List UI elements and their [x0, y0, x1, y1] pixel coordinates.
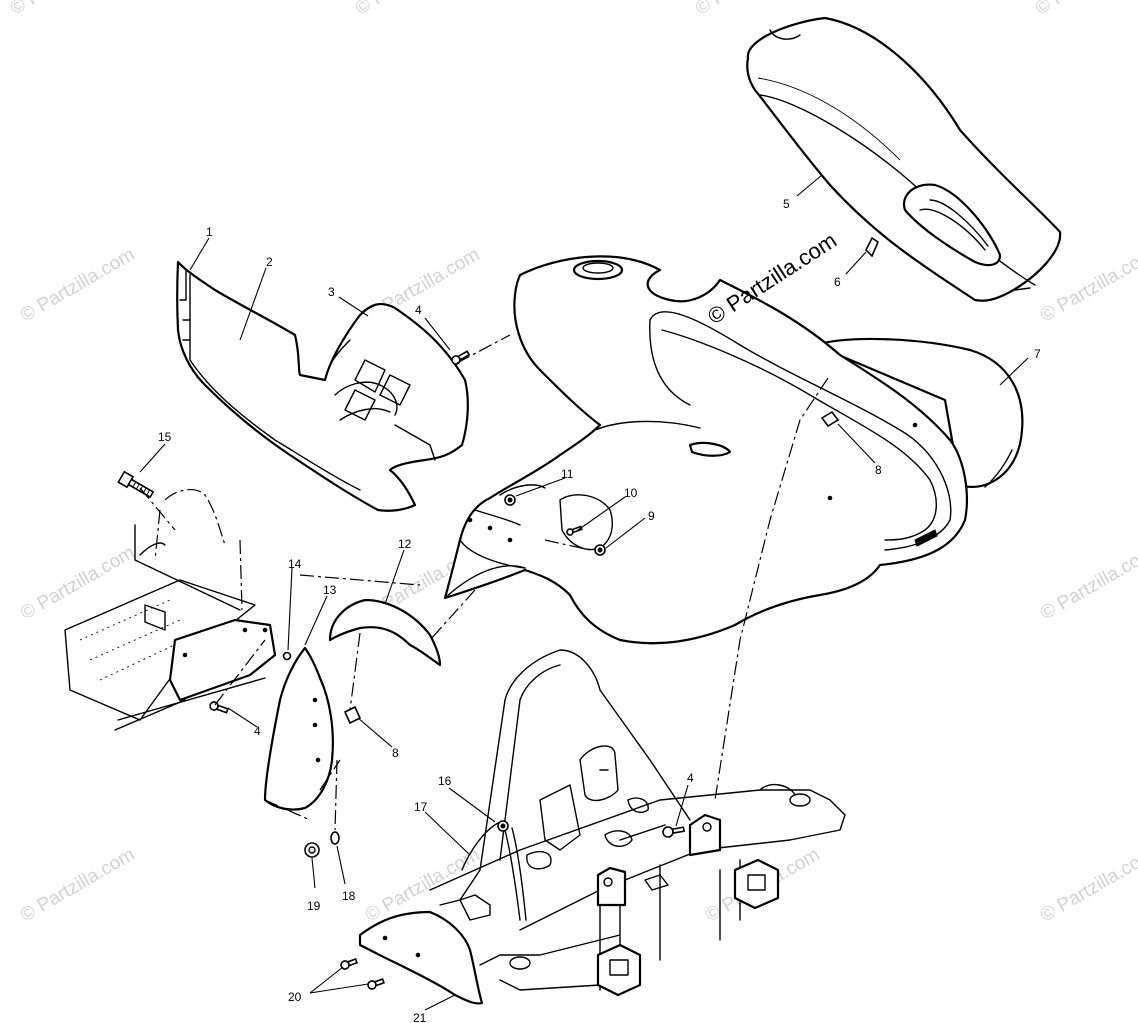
callout-11: 11 [561, 467, 574, 481]
frame-assembly [429, 649, 846, 997]
push-pin-20b [367, 977, 385, 990]
callout-15: 15 [158, 430, 172, 444]
push-pin-20a [340, 957, 358, 970]
callout-4: 4 [254, 724, 261, 738]
nut-19 [304, 842, 320, 858]
callout-10: 10 [624, 486, 638, 500]
callout-4: 4 [687, 771, 694, 785]
washer-14 [282, 651, 292, 661]
callout-labels: 1 2 3 4 4 4 5 6 7 8 8 9 10 11 12 13 14 1… [158, 197, 1041, 1023]
part-7-rear-fender [813, 337, 1024, 488]
part-2-footwell-panel [176, 260, 469, 512]
callout-8: 8 [875, 463, 882, 477]
callout-17: 17 [414, 800, 428, 814]
watermark: © Partzilla.com [692, 0, 813, 19]
callout-6: 6 [834, 275, 841, 289]
callout-12: 12 [398, 537, 412, 551]
callout-19: 19 [307, 899, 321, 913]
callout-9: 9 [648, 509, 655, 523]
wiring-harness [461, 820, 527, 921]
callout-2: 2 [266, 255, 273, 269]
front-fender-body [443, 255, 968, 645]
part-12-fender-flare [328, 598, 442, 667]
watermark: © Partzilla.com [1037, 844, 1138, 926]
callout-4: 4 [415, 303, 422, 317]
callout-20: 20 [288, 990, 302, 1004]
watermark: © Partzilla.com [17, 244, 138, 326]
leader-lines [139, 174, 1029, 1011]
watermark: © Partzilla.com [17, 542, 138, 624]
left-footrest [64, 488, 256, 721]
watermark: © Partzilla.com [17, 844, 138, 926]
part-21-skid-guard [358, 910, 484, 1005]
part-5-rear-cover [746, 16, 1062, 302]
callout-8: 8 [392, 746, 399, 760]
bolt-15 [117, 470, 155, 499]
callout-18: 18 [342, 889, 356, 903]
callout-14: 14 [288, 557, 302, 571]
watermark: © Partzilla.com [7, 0, 128, 19]
clip-6 [865, 236, 879, 258]
callout-5: 5 [783, 197, 790, 211]
callout-16: 16 [438, 774, 452, 788]
callout-1: 1 [206, 225, 213, 239]
screw-4-frame [662, 826, 686, 838]
hardware-items [117, 236, 879, 990]
watermark: © Partzilla.com [1032, 0, 1138, 19]
callout-21: 21 [413, 1011, 427, 1023]
watermark: © Partzilla.com [352, 0, 473, 19]
callout-7: 7 [1034, 347, 1041, 361]
watermark: © Partzilla.com [1037, 542, 1138, 624]
part-13-mud-flap [263, 646, 334, 811]
bolt-11 [504, 494, 516, 506]
washer-18 [330, 831, 340, 845]
assembly-lines [139, 334, 829, 831]
speed-nut-8-upper [820, 410, 840, 428]
part-1-side-bracket [114, 618, 277, 731]
screw-4-lower [209, 701, 229, 714]
speed-nut-8-lower [343, 705, 362, 725]
screw-10 [566, 525, 583, 536]
callout-3: 3 [328, 285, 335, 299]
callout-13: 13 [323, 583, 337, 597]
